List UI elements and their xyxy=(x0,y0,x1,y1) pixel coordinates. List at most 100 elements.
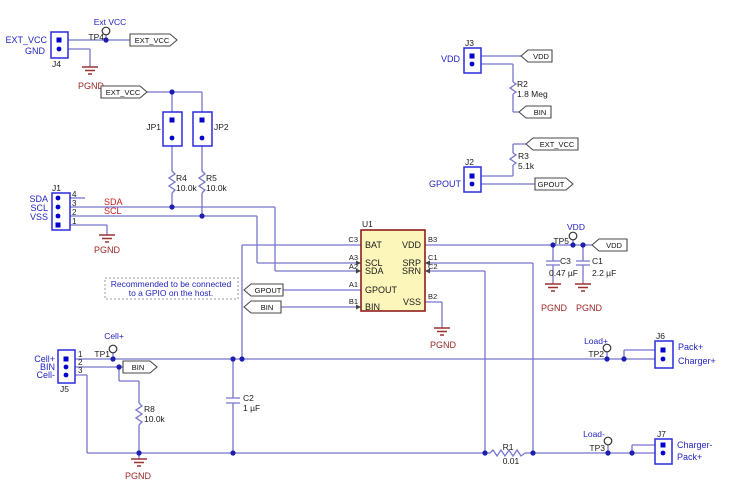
jp1-ref: JP1 xyxy=(146,122,161,132)
capacitor-c1[interactable]: C1 2.2 µF xyxy=(576,256,616,278)
j1-pin1-number: 1 xyxy=(72,217,77,226)
c3-ref: C3 xyxy=(560,256,571,266)
u1-ref: U1 xyxy=(362,219,373,229)
resistor-r8[interactable]: R8 10.0k xyxy=(134,402,166,426)
pgnd-label: PGND xyxy=(125,471,152,481)
capacitor-c2[interactable]: C2 1 µF xyxy=(226,393,260,413)
r5-ref: R5 xyxy=(206,173,217,183)
j4-pin1-label: EXT_VCC xyxy=(5,35,47,45)
r2-value: 1.8 Meg xyxy=(517,89,548,99)
net-flag-bin: BIN xyxy=(243,300,282,314)
j4-pin2-label: GND xyxy=(25,46,46,56)
pgnd-label: PGND xyxy=(541,303,568,313)
u1-des-b1: B1 xyxy=(349,297,358,306)
capacitor-c3[interactable]: C3 0.47 µF xyxy=(546,256,578,278)
u1-des-a2: A2 xyxy=(349,262,358,271)
j1-ref: J1 xyxy=(52,183,61,193)
u1-des-b3: B3 xyxy=(428,235,437,244)
connector-j4[interactable]: EXT_VCC GND J4 xyxy=(5,31,69,69)
net-flag-label: BIN xyxy=(132,363,145,372)
pgnd-label: PGND xyxy=(576,303,603,313)
pgnd-ground-icon: PGND xyxy=(94,234,121,255)
j5-pin2-number: 2 xyxy=(78,358,83,367)
j5-cellp-label: Cell+ xyxy=(34,354,55,364)
j7-packp-label: Pack+ xyxy=(677,452,702,462)
net-flag-label: BIN xyxy=(261,303,274,312)
test-point-tp1[interactable]: Cell+ TP1 xyxy=(94,331,123,359)
j4-ref: J4 xyxy=(52,59,61,69)
j1-vss-label: VSS xyxy=(30,212,48,222)
net-flag-label: EXT_VCC xyxy=(106,88,141,97)
jumper-jp1[interactable]: JP1 xyxy=(146,111,183,147)
connector-j2[interactable]: J2 GPOUT xyxy=(429,157,482,193)
tp4-ref: TP4 xyxy=(88,32,104,42)
u1-pin-scl: SCL xyxy=(365,258,383,268)
connector-j7[interactable]: J7 Charger- Pack+ xyxy=(654,429,713,465)
j5-bin-label: BIN xyxy=(40,362,55,372)
j1-pin3-number: 3 xyxy=(72,199,77,208)
net-flag-vdd: VDD xyxy=(520,49,553,63)
resistor-r3[interactable]: R3 5.1k xyxy=(508,151,535,171)
j5-pin3-number: 3 xyxy=(78,366,83,375)
net-flag-label: VDD xyxy=(606,241,622,250)
u1-pin-vss: VSS xyxy=(403,297,421,307)
pgnd-ground-icon: PGND xyxy=(430,327,457,350)
test-point-tp5[interactable]: VDD TP5 xyxy=(553,222,585,246)
connector-j6[interactable]: J6 Pack+ Charger+ xyxy=(654,331,716,369)
connector-j1[interactable]: J1 4 3 2 1 SDA SCL VSS xyxy=(29,183,77,231)
note-line-2: to a GPIO on the host. xyxy=(129,288,214,298)
chip-u1[interactable]: U1 BAT SCL SDA GPOUT BIN VDD SRP SRN VSS… xyxy=(348,219,437,312)
test-point-tp2[interactable]: Load+ TP2 xyxy=(584,336,612,359)
net-label-scl: SCL xyxy=(104,206,122,216)
j5-pin1-number: 1 xyxy=(78,350,83,359)
note-box: Recommended to be connected to a GPIO on… xyxy=(104,277,239,300)
j1-sda-label: SDA xyxy=(29,194,48,204)
tp1-ref: TP1 xyxy=(94,349,110,359)
tp1-net-label: Cell+ xyxy=(104,331,124,341)
c2-value: 1 µF xyxy=(243,403,260,413)
j6-packp-label: Pack+ xyxy=(678,342,703,352)
connector-j5[interactable]: J5 1 2 3 Cell+ BIN Cell- xyxy=(34,349,83,394)
r1-ref: R1 xyxy=(503,442,514,452)
net-flag-label: VDD xyxy=(533,52,549,61)
resistor-r5[interactable]: R5 10.0k xyxy=(197,170,228,194)
r3-value: 5.1k xyxy=(518,161,535,171)
test-point-tp3[interactable]: Load- TP3 xyxy=(583,429,613,453)
resistor-r4[interactable]: R4 10.0k xyxy=(167,170,198,194)
pgnd-ground-icon: PGND xyxy=(575,283,603,313)
u1-des-b2: B2 xyxy=(428,292,437,301)
tp3-ref: TP3 xyxy=(589,443,605,453)
net-flag-vdd: VDD xyxy=(591,238,628,252)
j2-ref: J2 xyxy=(465,157,474,167)
c1-ref: C1 xyxy=(592,256,603,266)
u1-pin-vdd: VDD xyxy=(402,240,422,250)
pgnd-ground-icon: PGND xyxy=(78,66,105,91)
u1-pin-gpout: GPOUT xyxy=(365,285,398,295)
tp5-ref: TP5 xyxy=(553,236,569,246)
pgnd-ground-icon: PGND xyxy=(541,283,568,313)
j5-ref: J5 xyxy=(60,384,69,394)
pgnd-label: PGND xyxy=(430,340,457,350)
j2-gpout-label: GPOUT xyxy=(429,179,462,189)
pgnd-label: PGND xyxy=(78,81,105,91)
pin-arrow-icon xyxy=(356,304,361,310)
j3-ref: J3 xyxy=(465,38,474,48)
u1-des-c1: C1 xyxy=(428,253,438,262)
j7-ref: J7 xyxy=(657,429,666,439)
resistor-r1[interactable]: R1 0.01 xyxy=(489,442,526,466)
j5-celln-label: Cell- xyxy=(36,370,55,380)
u1-pin-srp: SRP xyxy=(402,258,421,268)
pgnd-label: PGND xyxy=(94,245,121,255)
connector-j3[interactable]: J3 VDD xyxy=(441,38,482,74)
u1-des-a1: A1 xyxy=(349,280,358,289)
u1-des-c3: C3 xyxy=(348,235,358,244)
u1-pin-bat: BAT xyxy=(365,240,382,250)
net-flag-label: GPOUT xyxy=(538,180,565,189)
j3-vdd-label: VDD xyxy=(441,54,461,64)
resistor-r2[interactable]: R2 1.8 Meg xyxy=(508,79,548,99)
net-flag-ext-vcc: EXT_VCC xyxy=(525,137,579,151)
test-point-tp4[interactable]: Ext VCC TP4 xyxy=(88,17,126,42)
jumper-jp2[interactable]: JP2 xyxy=(192,111,229,147)
tp2-net-label: Load+ xyxy=(584,336,608,346)
